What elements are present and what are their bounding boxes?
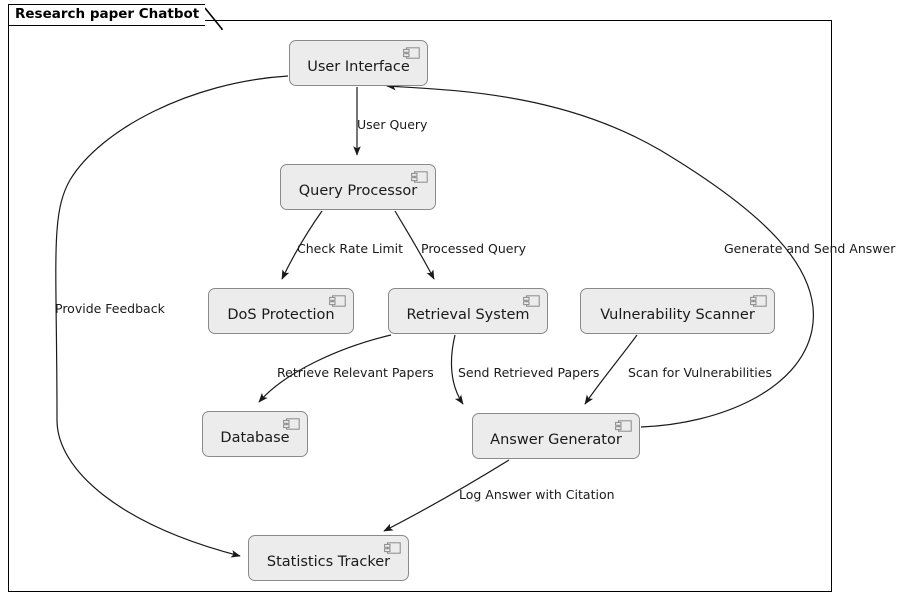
edge-label-provide-feedback: Provide Feedback xyxy=(55,301,165,316)
package-tab: Research paper Chatbot xyxy=(8,4,206,26)
uml-component-icon xyxy=(384,542,401,554)
edge-label-retrieve-relevant-papers: Retrieve Relevant Papers xyxy=(277,365,434,380)
edge-label-generate-and-send-answer: Generate and Send Answer xyxy=(724,241,896,256)
edge-scan-for-vulnerabilities xyxy=(584,334,638,405)
uml-component-icon xyxy=(329,295,346,307)
edge-send-retrieved-papers xyxy=(450,334,464,405)
uml-component-icon xyxy=(411,171,428,183)
component-label: Vulnerability Scanner xyxy=(600,306,755,323)
component-label: Query Processor xyxy=(298,182,418,199)
component-label: Database xyxy=(220,429,290,446)
uml-component-icon xyxy=(750,295,767,307)
edge-label-send-retrieved-papers: Send Retrieved Papers xyxy=(458,365,600,380)
package-frame xyxy=(8,20,832,592)
uml-component-icon xyxy=(403,47,420,59)
component-label: User Interface xyxy=(307,58,410,75)
component-retrieval-system[interactable]: Retrieval System xyxy=(388,288,548,334)
component-database[interactable]: Database xyxy=(202,411,308,457)
component-label: DoS Protection xyxy=(227,306,335,323)
edge-retrieve-relevant-papers xyxy=(258,334,392,403)
edge-label-processed-query: Processed Query xyxy=(421,241,527,256)
component-answer-generator[interactable]: Answer Generator xyxy=(472,413,640,459)
uml-component-icon xyxy=(615,420,632,432)
package-title: Research paper Chatbot xyxy=(15,6,200,23)
component-statistics-tracker[interactable]: Statistics Tracker xyxy=(248,535,409,581)
uml-component-icon xyxy=(283,418,300,430)
package-tab-slant xyxy=(204,7,223,30)
component-dos-protection[interactable]: DoS Protection xyxy=(208,288,354,334)
component-label: Retrieval System xyxy=(406,306,530,323)
component-query-processor[interactable]: Query Processor xyxy=(280,164,436,210)
uml-component-icon xyxy=(523,295,540,307)
edge-provide-feedback xyxy=(55,75,289,558)
edge-processed-query xyxy=(394,210,435,280)
edge-log-answer-with-citation xyxy=(383,459,510,532)
edge-label-scan-for-vulnerabilities: Scan for Vulnerabilities xyxy=(628,365,772,380)
edge-label-check-rate-limit: Check Rate Limit xyxy=(297,241,404,256)
component-label: Statistics Tracker xyxy=(266,553,391,570)
component-vulnerability-scanner[interactable]: Vulnerability Scanner xyxy=(580,288,775,334)
edge-generate-and-send-answer xyxy=(386,82,814,428)
edge-check-rate-limit xyxy=(281,210,323,280)
edge-label-log-answer-with-citation: Log Answer with Citation xyxy=(459,487,615,502)
component-user-interface[interactable]: User Interface xyxy=(289,40,428,86)
edge-label-user-query: User Query xyxy=(357,117,428,132)
component-label: Answer Generator xyxy=(490,431,622,448)
